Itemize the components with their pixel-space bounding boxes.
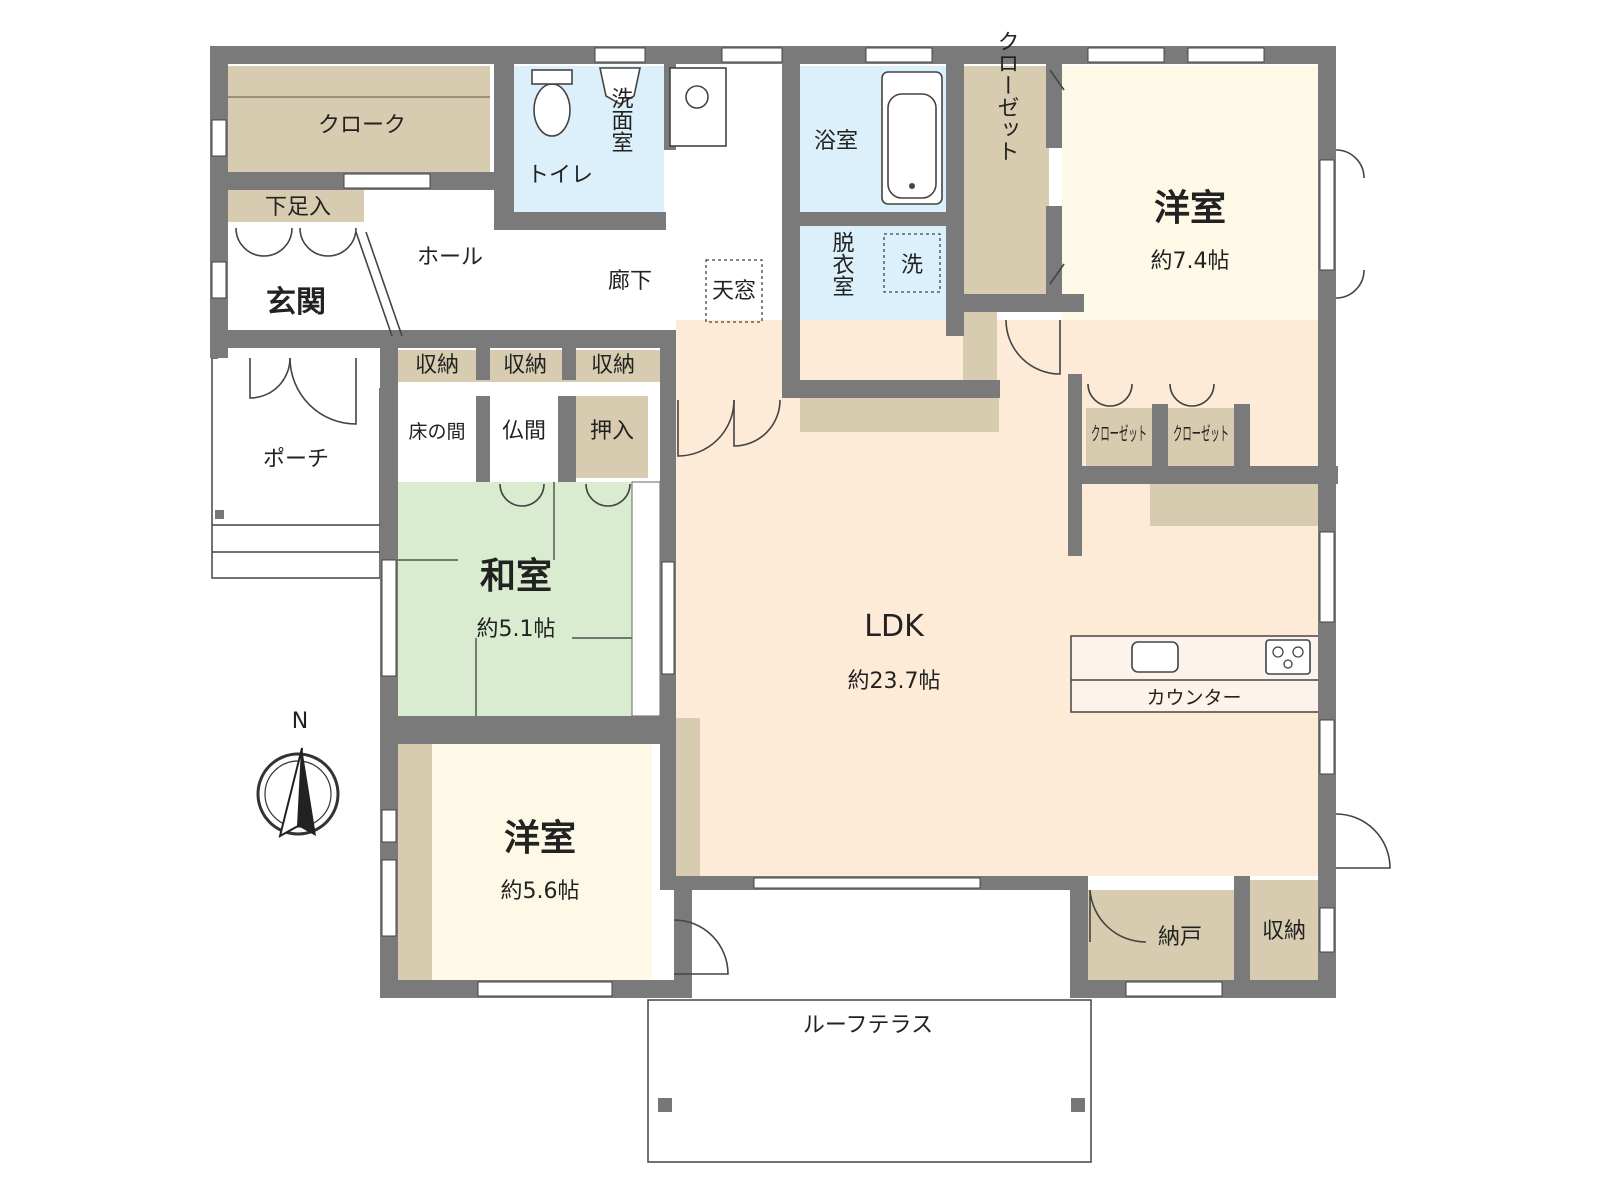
oshiire-label: 押入 xyxy=(590,419,634,444)
entrance-label: 玄関 xyxy=(266,285,326,320)
windows xyxy=(211,47,1335,997)
roof-terrace-area xyxy=(647,999,1092,1163)
shoe-storage-fill xyxy=(228,190,364,222)
toilet-label: トイレ xyxy=(527,163,593,188)
doors xyxy=(235,69,1391,975)
skylight-label: 天窓 xyxy=(712,279,756,304)
western-room-2-name: 洋室 xyxy=(504,818,576,859)
dressing-room-label: 脱衣室 xyxy=(829,231,855,297)
western-room-2-size: 約5.6帖 xyxy=(501,879,580,904)
laundry-label: 洗 xyxy=(901,253,923,278)
western-room-1-name: 洋室 xyxy=(1154,188,1226,229)
sink-icon xyxy=(1131,641,1179,673)
storage-4-label: 収納 xyxy=(1262,919,1306,944)
toilet-bowl-icon xyxy=(533,83,571,137)
wash-basin-icon xyxy=(599,67,641,105)
nando-label: 納戸 xyxy=(1158,925,1202,950)
room-labels: クローク 下足入 玄関 ホール トイレ 洗面室 廊下 天窓 浴室 洗 脱衣室 ク… xyxy=(263,30,1306,1038)
oshiire-fill xyxy=(576,396,648,478)
butsuma-label: 仏間 xyxy=(502,419,546,444)
toilet-tank-icon xyxy=(531,69,573,85)
porch-area xyxy=(211,357,381,579)
western-room-2-closet xyxy=(398,744,432,980)
western-room-2-fill xyxy=(432,744,652,980)
counter-label: カウンター xyxy=(1146,687,1241,709)
roof-terrace-label: ルーフテラス xyxy=(803,1013,933,1038)
bathtub-drain-icon xyxy=(909,183,915,189)
hall-label: ホール xyxy=(417,245,483,270)
shoe-storage-label: 下足入 xyxy=(265,195,331,220)
cooktop-icon xyxy=(1265,639,1311,675)
skylight-box xyxy=(705,259,763,323)
japanese-room-size: 約5.1帖 xyxy=(477,617,556,642)
north-arrow-icon: N xyxy=(256,709,340,838)
ldk-cabinet-right xyxy=(1150,484,1319,526)
tokonoma-label: 床の間 xyxy=(408,421,465,443)
western-room-1-size: 約7.4帖 xyxy=(1151,249,1230,274)
porch-label: ポーチ xyxy=(263,447,329,472)
closet-large-fill xyxy=(963,66,1049,294)
storage-4-fill xyxy=(1250,880,1319,980)
ldk-cabinet-top xyxy=(800,398,999,432)
closet-small-2-fill xyxy=(1168,408,1234,466)
terrace-post-right xyxy=(1071,1098,1085,1112)
cloak-label: クローク xyxy=(318,113,406,138)
bathroom-label: 浴室 xyxy=(814,129,858,154)
cloak-fill xyxy=(228,66,490,172)
toilet-washroom-fill xyxy=(514,66,664,212)
porch-post xyxy=(215,510,224,519)
butsuma-fill xyxy=(490,396,558,478)
compass-label: N xyxy=(292,709,308,734)
corridor-label: 廊下 xyxy=(608,269,652,294)
handwash-bowl-icon xyxy=(685,85,709,109)
closet-small-2-label: クローゼット xyxy=(1173,423,1229,445)
ldk-size: 約23.7帖 xyxy=(848,669,941,694)
storage-2-label: 収納 xyxy=(503,353,547,378)
storage-1-label: 収納 xyxy=(415,353,459,378)
closet-large-label: クローゼット xyxy=(994,30,1019,162)
laundry-box xyxy=(883,233,941,293)
closet-small-1-label: クローゼット xyxy=(1091,423,1147,445)
nando-fill xyxy=(1088,890,1234,980)
terrace-post-left xyxy=(658,1098,672,1112)
storage-row-fill xyxy=(398,350,660,382)
ldk-name: LDK xyxy=(864,609,925,644)
storage-3-label: 収納 xyxy=(591,353,635,378)
closet-small-1-fill xyxy=(1086,408,1152,466)
japanese-room-name: 和室 xyxy=(480,556,552,597)
washroom-label: 洗面室 xyxy=(608,87,634,153)
fixtures xyxy=(531,67,1311,675)
ldk-cabinet-left xyxy=(676,718,700,876)
tokonoma-fill xyxy=(398,396,476,478)
japanese-room-engawa xyxy=(631,481,661,717)
bathtub-inner-icon xyxy=(887,93,937,199)
japanese-room-fill xyxy=(398,482,632,716)
